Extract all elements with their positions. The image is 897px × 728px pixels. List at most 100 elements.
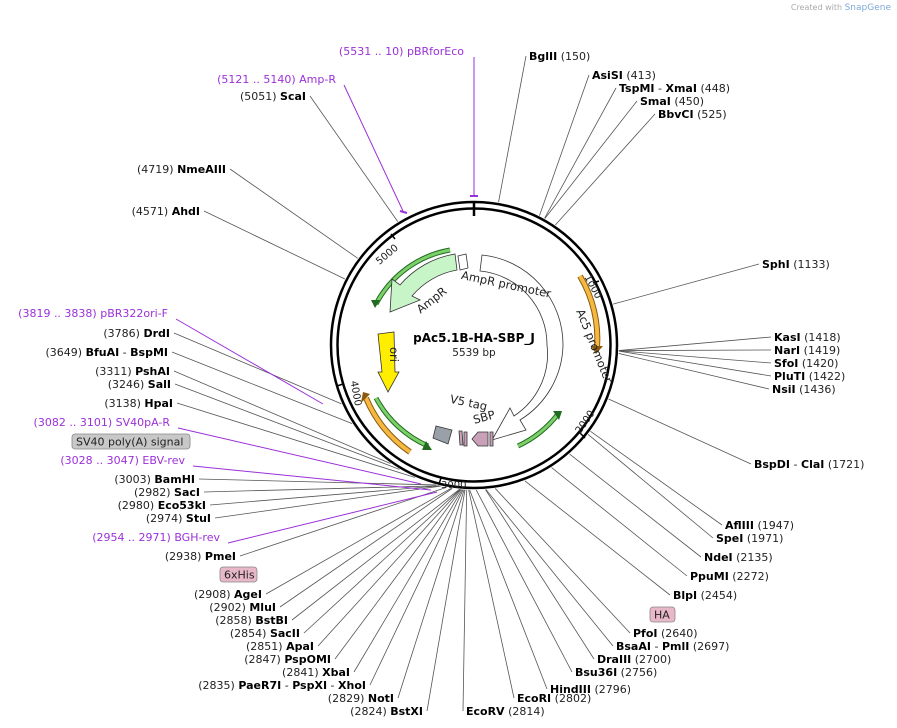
site-sphi[interactable]: SphI (1133) [762,258,830,271]
site-draiii[interactable]: DraIII (2700) [597,653,671,666]
feature-ori[interactable] [377,331,400,393]
site-bstxi[interactable]: (2824) BstXI [350,705,423,718]
svg-text:(3786) DrdI: (3786) DrdI [103,327,170,340]
boxed-label-sv40-poly-a-signal[interactable]: SV40 poly(A) signal [71,433,191,450]
site-nmeaiii[interactable]: (4719) NmeAIII [137,163,226,176]
boxed-label-6xhis[interactable]: 6xHis [219,566,258,583]
svg-text:(2974) StuI: (2974) StuI [146,512,211,525]
site-eco53ki[interactable]: (2980) Eco53kI [118,499,206,512]
site-saci[interactable]: (2982) SacI [134,486,200,499]
plasmid-size: 5539 bp [452,347,496,359]
site-bstbi[interactable]: (2858) BstBI [215,614,288,627]
site-bamhi[interactable]: (3003) BamHI [114,473,195,486]
site-pfoi[interactable]: PfoI (2640) [633,627,698,640]
primer-ebv-rev[interactable]: (3028 .. 3047) EBV-rev [60,454,185,467]
site-noti[interactable]: (2829) NotI [328,692,394,705]
site-sali[interactable]: (3246) SalI [108,378,171,391]
svg-text:(3082 .. 3101) SV40pA-R: (3082 .. 3101) SV40pA-R [34,416,171,429]
site-apai[interactable]: (2851) ApaI [246,640,314,653]
site-sfoi[interactable]: SfoI (1420) [774,357,838,370]
feature-v5-tag[interactable] [458,430,464,446]
plasmid-name: pAc5.1B-HA-SBP_J [413,331,535,346]
primer-bgh-rev[interactable]: (2954 .. 2971) BGH-rev [92,531,220,544]
site-drdi[interactable]: (3786) DrdI [103,327,170,340]
svg-text:(2835) PaeR7I - PspXI - Xho: (2835) PaeR7I - PspXI - XhoI [198,679,366,692]
site-afliii[interactable]: AflIII (1947) [725,519,794,532]
site-bbvci[interactable]: BbvCI (525) [658,108,727,121]
site-stui[interactable]: (2974) StuI [146,512,211,525]
feature-ampr[interactable] [389,253,458,313]
label-sbp: SBP [472,407,497,426]
svg-text:Bsu36I (2756): Bsu36I (2756) [575,666,657,679]
site-ecorv[interactable]: EcoRV (2814) [466,705,545,718]
feature-ampr-promoter-box[interactable] [457,253,469,271]
svg-text:BsaAI - PmlI (2697): BsaAI - PmlI (2697) [616,640,729,653]
label-ori: ori [387,347,401,362]
site-ecori[interactable]: EcoRI (2802) [517,692,591,705]
svg-text:SV40 poly(A) signal: SV40 poly(A) signal [76,436,183,449]
svg-text:BspDI - ClaI (1721): BspDI - ClaI (1721) [754,458,864,471]
snapgene-logo-icon: SnapGene [844,3,891,13]
feature-sv40-polya[interactable] [432,425,453,445]
svg-text:(3138) HpaI: (3138) HpaI [104,397,173,410]
svg-text:(3246) SalI: (3246) SalI [108,378,171,391]
site-kasi[interactable]: KasI (1418) [774,331,841,344]
site-bfuai[interactable]: (3649) BfuAI - BspMI [45,346,168,359]
site-pmei[interactable]: (2938) PmeI [165,550,236,563]
svg-text:NdeI (2135): NdeI (2135) [704,551,773,564]
svg-text:EcoRI (2802): EcoRI (2802) [517,692,591,705]
site-bsu36i[interactable]: Bsu36I (2756) [575,666,657,679]
site-blpi[interactable]: BlpI (2454) [673,589,737,602]
svg-text:(2851) ApaI: (2851) ApaI [246,640,314,653]
svg-text:PluTI (1422): PluTI (1422) [774,370,845,383]
site-bglii[interactable]: BglII (150) [529,50,590,63]
site-smai[interactable]: SmaI (450) [640,95,704,108]
site-pshai[interactable]: (3311) PshAI [95,365,170,378]
svg-text:(3028 .. 3047) EBV-rev: (3028 .. 3047) EBV-rev [60,454,185,467]
site-bsaai[interactable]: BsaAI - PmlI (2697) [616,640,729,653]
site-asisi[interactable]: AsiSI (413) [592,69,656,82]
svg-text:TspMI - XmaI (448): TspMI - XmaI (448) [619,82,730,95]
svg-text:HA: HA [654,609,670,622]
site-tspmi[interactable]: TspMI - XmaI (448) [619,82,730,95]
primer-sv40pa-r[interactable]: (3082 .. 3101) SV40pA-R [34,416,171,429]
site-scai[interactable]: (5051) ScaI [240,90,306,103]
site-bspdi[interactable]: BspDI - ClaI (1721) [754,458,864,471]
feature-arc-green-2 [373,396,430,449]
site-xbai[interactable]: (2841) XbaI [282,666,350,679]
backbone-outer [329,200,619,490]
site-hpai[interactable]: (3138) HpaI [104,397,173,410]
svg-text:(3649) BfuAI - BspMI: (3649) BfuAI - BspMI [45,346,168,359]
boxed-label-ha[interactable]: HA [649,606,676,623]
svg-text:SmaI (450): SmaI (450) [640,95,704,108]
primer-pbrforeco[interactable]: (5531 .. 10) pBRforEco [339,45,464,58]
site-mlui[interactable]: (2902) MluI [209,601,276,614]
site-pspomi[interactable]: (2847) PspOMI [244,653,331,666]
tick-4000: 4000 [348,380,363,407]
site-nari[interactable]: NarI (1419) [774,344,840,357]
site-nsii[interactable]: NsiI (1436) [772,383,836,396]
site-ppumi[interactable]: PpuMI (2272) [690,570,769,583]
site-agei[interactable]: (2908) AgeI [194,588,262,601]
site-paer7i[interactable]: (2835) PaeR7I - PspXI - XhoI [198,679,366,692]
feature-arc-orange-2 [363,396,412,455]
site-sacii[interactable]: (2854) SacII [230,627,300,640]
svg-text:(4571) AhdI: (4571) AhdI [132,205,200,218]
site-ndei[interactable]: NdeI (2135) [704,551,773,564]
svg-text:SphI (1133): SphI (1133) [762,258,830,271]
svg-text:(3311) PshAI: (3311) PshAI [95,365,170,378]
svg-text:(2858) BstBI: (2858) BstBI [215,614,288,627]
svg-text:(2829) NotI: (2829) NotI [328,692,394,705]
site-spei[interactable]: SpeI (1971) [716,532,783,545]
site-pluti[interactable]: PluTI (1422) [774,370,845,383]
feature-sbp[interactable] [471,431,489,447]
site-ahdi[interactable]: (4571) AhdI [132,205,200,218]
site-hindiii[interactable]: HindIII (2796) [550,683,631,696]
primer-pbr322ori-f[interactable]: (3819 .. 3838) pBR322ori-F [18,307,168,320]
svg-text:(2982) SacI: (2982) SacI [134,486,200,499]
primer-amp-r[interactable]: (5121 .. 5140) Amp-R [217,73,336,86]
svg-text:(5051) ScaI: (5051) ScaI [240,90,306,103]
svg-text:(2902) MluI: (2902) MluI [209,601,276,614]
svg-text:(2841) XbaI: (2841) XbaI [282,666,350,679]
